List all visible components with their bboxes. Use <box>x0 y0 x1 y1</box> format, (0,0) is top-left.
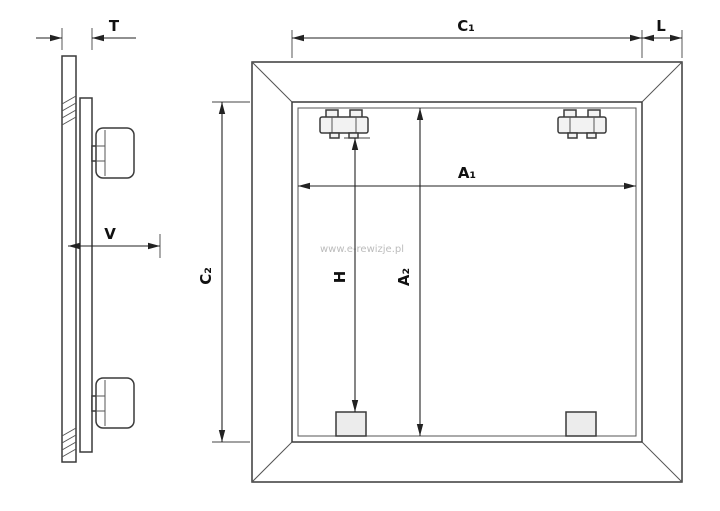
door-panel-profile <box>79 97 93 453</box>
dim-label-h: H <box>331 271 349 284</box>
latch-left <box>319 109 369 139</box>
door-front-edge <box>297 107 637 437</box>
dim-label-c2: C₂ <box>197 267 215 285</box>
dimension-h: H <box>331 137 370 412</box>
dimension-v: V <box>68 225 161 258</box>
dimension-l: L <box>642 17 683 58</box>
dim-label-a2: A₂ <box>395 268 413 286</box>
wall-hatch-bottom <box>61 427 77 458</box>
frame-corner-bevels <box>251 61 683 483</box>
dimension-c1: C₁ <box>291 17 643 58</box>
front-view: www.e-rewizje.pl <box>197 17 683 483</box>
wall-plate <box>61 55 77 463</box>
watermark: www.e-rewizje.pl <box>320 244 404 255</box>
side-view: T V <box>36 17 161 463</box>
dimension-c2: C₂ <box>197 101 250 443</box>
dim-label-a1: A₁ <box>458 164 476 182</box>
dim-label-t: T <box>109 17 120 35</box>
frame-opening <box>291 101 643 443</box>
pad-bottom-right <box>565 411 597 437</box>
pad-bottom-left <box>335 411 367 437</box>
clip-bottom <box>91 377 135 429</box>
dim-label-v: V <box>104 225 116 243</box>
dimension-t: T <box>36 17 136 50</box>
dim-label-c1: C₁ <box>457 17 475 35</box>
dimension-a2: A₂ <box>395 108 424 436</box>
wall-hatch-top <box>61 95 77 126</box>
dim-label-l: L <box>656 17 666 35</box>
clip-top <box>91 127 135 179</box>
latch-right <box>557 109 607 139</box>
